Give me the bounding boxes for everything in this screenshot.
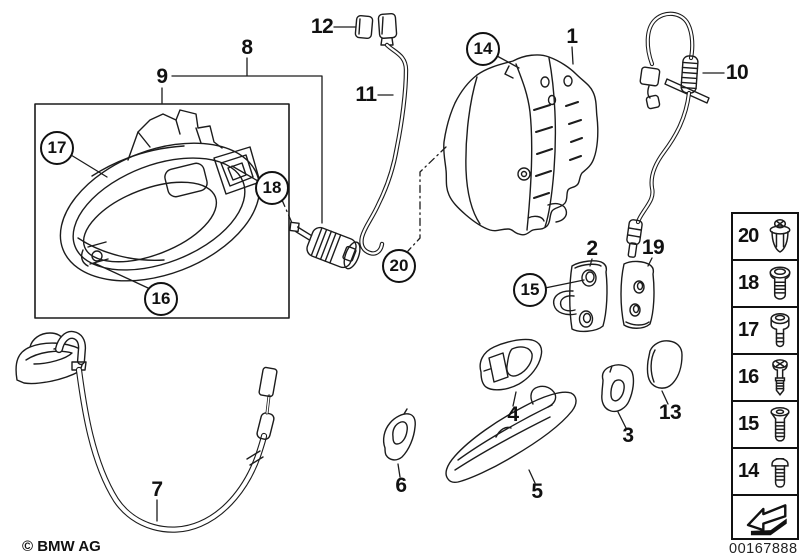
legend-row-16: 16 bbox=[733, 355, 797, 402]
part-5-door-handle bbox=[446, 386, 576, 482]
balloon-14: 14 bbox=[466, 32, 500, 66]
part-11-cable bbox=[361, 45, 406, 254]
legend-row-15: 15 bbox=[733, 402, 797, 449]
callout-2: 2 bbox=[586, 237, 598, 260]
callout-12: 12 bbox=[310, 15, 334, 38]
legend-row-arrow bbox=[733, 496, 797, 538]
legend-label-17: 17 bbox=[738, 319, 759, 341]
callout-6: 6 bbox=[395, 474, 407, 497]
expanding-rivet-icon bbox=[765, 217, 795, 257]
part-9-carrier-box bbox=[35, 104, 289, 318]
balloon-17: 17 bbox=[40, 131, 74, 165]
part-6-gasket bbox=[384, 409, 416, 460]
legend-row-17: 17 bbox=[733, 308, 797, 355]
callout-9: 9 bbox=[156, 65, 168, 88]
callout-10: 10 bbox=[725, 61, 749, 84]
legend-label-15: 15 bbox=[738, 413, 759, 435]
legend-row-14: 14 bbox=[733, 449, 797, 496]
direction-arrow-icon bbox=[739, 498, 795, 536]
legend-row-20: 20 bbox=[733, 214, 797, 261]
callout-4: 4 bbox=[507, 403, 519, 426]
part-1-door-lock bbox=[444, 55, 598, 235]
fastener-legend-panel: 20 18 17 bbox=[731, 212, 799, 540]
copyright-text: © BMW AG bbox=[22, 538, 101, 555]
stud-screw-icon bbox=[765, 358, 795, 398]
balloon-16: 16 bbox=[144, 282, 178, 316]
balloon-15: 15 bbox=[513, 273, 547, 307]
pan-head-screw-icon bbox=[765, 452, 795, 492]
leader-lines bbox=[71, 27, 724, 521]
part-7-cable bbox=[16, 333, 277, 530]
part-19-plate bbox=[621, 261, 654, 328]
callout-7: 7 bbox=[151, 478, 163, 501]
part-4-handle-gasket bbox=[480, 339, 541, 389]
countersunk-screw-icon bbox=[765, 405, 795, 445]
legend-label-16: 16 bbox=[738, 366, 759, 388]
part-10-bowden-cable bbox=[626, 14, 709, 258]
part-9-interior-carrier bbox=[41, 110, 280, 307]
part-8-lock-barrel bbox=[282, 217, 363, 272]
part-13-cap bbox=[647, 341, 682, 388]
legend-label-18: 18 bbox=[738, 272, 759, 294]
legend-label-20: 20 bbox=[738, 225, 759, 247]
legend-row-18: 18 bbox=[733, 261, 797, 308]
callout-19: 19 bbox=[641, 236, 665, 259]
callout-11: 11 bbox=[355, 83, 377, 106]
legend-label-14: 14 bbox=[738, 460, 759, 482]
callout-3: 3 bbox=[622, 424, 634, 447]
part-2-striker bbox=[554, 261, 607, 332]
callout-8: 8 bbox=[241, 36, 253, 59]
part-12-connector-caps bbox=[355, 13, 397, 45]
shoulder-screw-icon bbox=[765, 311, 795, 351]
callout-13: 13 bbox=[658, 401, 682, 424]
balloon-18: 18 bbox=[255, 171, 289, 205]
callout-1: 1 bbox=[566, 25, 578, 48]
washer-screw-icon bbox=[765, 264, 795, 304]
balloon-20: 20 bbox=[382, 249, 416, 283]
image-number: 00167888 bbox=[729, 541, 798, 557]
part-3-lock-cover bbox=[602, 365, 634, 412]
callout-5: 5 bbox=[531, 480, 543, 503]
